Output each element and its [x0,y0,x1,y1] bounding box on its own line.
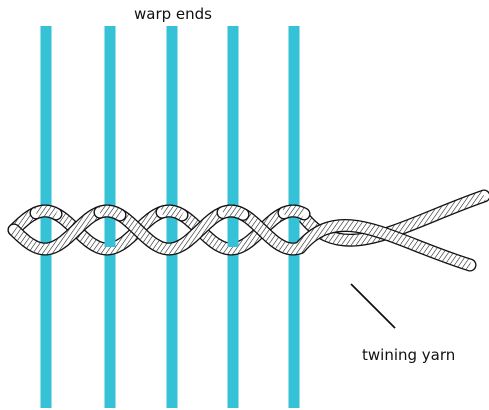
warp-end-crossing [166,213,178,231]
twining-yarn-leader-line [350,283,396,329]
warp-end-crossing [40,213,52,231]
twining-yarn-over-warp [155,204,189,222]
twining-yarn-back-strand [7,189,489,272]
warp-end-crossing [288,213,300,231]
twining-yarn-label: twining yarn [362,346,455,364]
warp-end-crossing [227,229,239,247]
twining-yarn-over-warp [93,204,127,222]
warp-ends-label: warp ends [134,5,212,23]
warp-end-crossing [104,229,116,247]
twining-yarn-front-strand [29,204,311,222]
warp-ends-front-segments [40,213,300,247]
twining-yarn-strand-a [7,204,477,272]
twining-yarn-over-warp [29,204,63,221]
twining-yarn-over-warp [216,204,250,221]
twining-yarn-over-warp [277,204,311,221]
